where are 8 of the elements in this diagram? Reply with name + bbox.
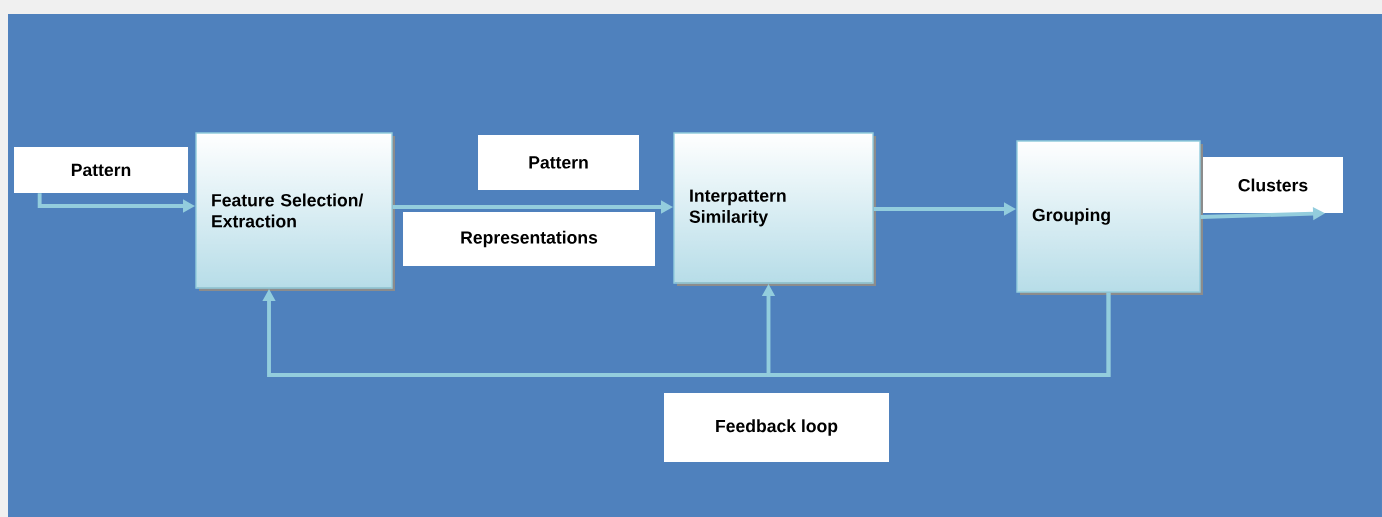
process-box: Grouping bbox=[1016, 140, 1203, 295]
text-label: Pattern bbox=[14, 147, 188, 193]
text-label: Representations bbox=[403, 212, 655, 266]
text-label: Pattern bbox=[478, 135, 639, 190]
text-label: Feedback loop bbox=[664, 393, 889, 462]
process-box: Feature Selection/ Extraction bbox=[195, 132, 395, 291]
text-label: Clusters bbox=[1203, 157, 1343, 213]
process-box: Interpattern Similarity bbox=[673, 132, 876, 286]
